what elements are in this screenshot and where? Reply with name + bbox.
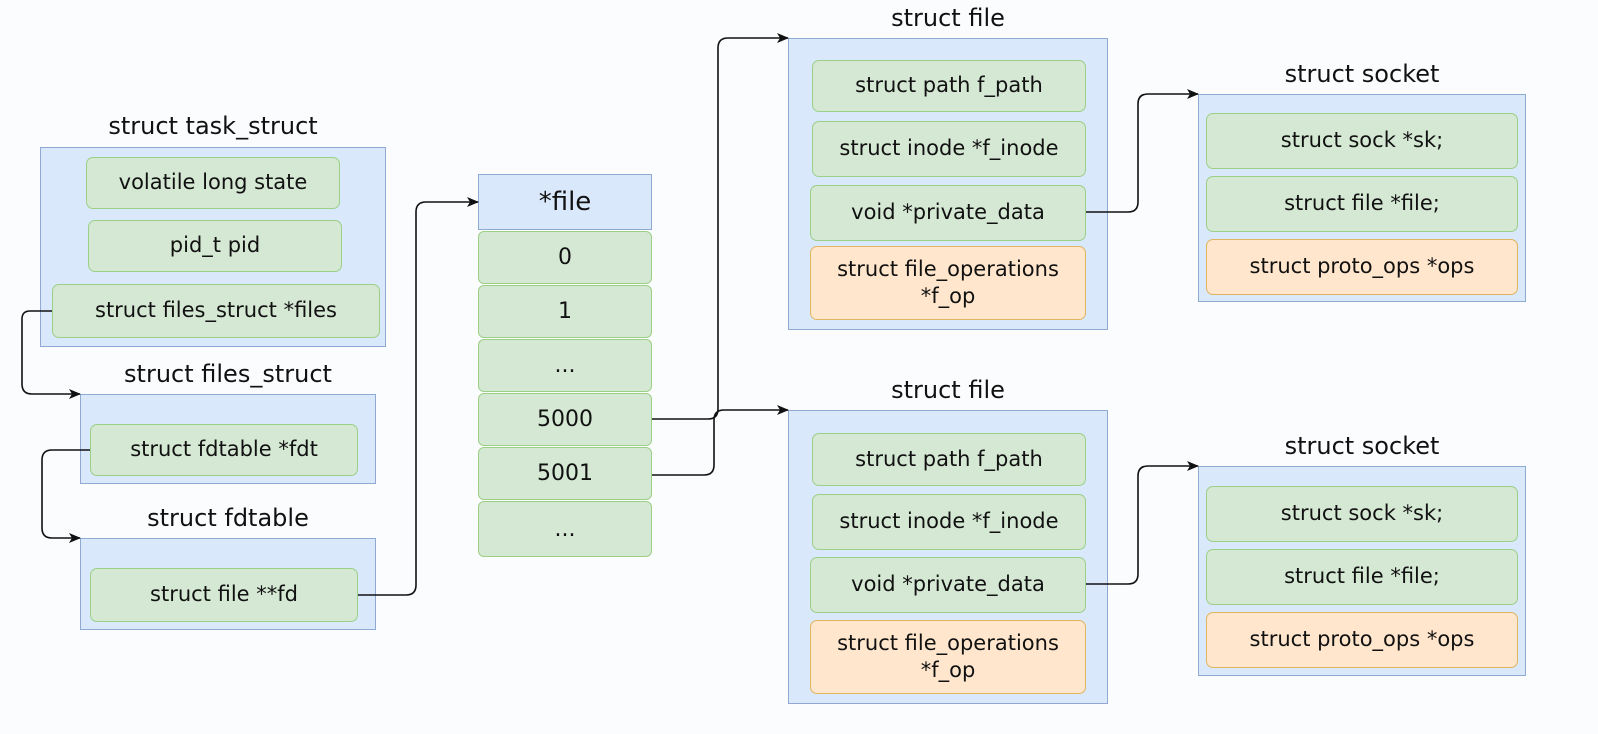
file-top-fop-line2: *f_op xyxy=(920,284,976,308)
socket-bottom-title: struct socket xyxy=(1284,432,1440,460)
socket-bottom-sk-field: struct sock *sk; xyxy=(1206,486,1518,542)
file-bottom-fop-field: struct file_operations *f_op xyxy=(810,620,1086,694)
socket-top-title: struct socket xyxy=(1284,60,1440,88)
task-files-field: struct files_struct *files xyxy=(52,284,380,338)
file-array-cell-2: ... xyxy=(478,339,652,392)
file-top-private-data-field: void *private_data xyxy=(810,185,1086,241)
file-array-cell-0: 0 xyxy=(478,231,652,284)
fdtable-fd-field: struct file **fd xyxy=(90,568,358,622)
file-array-cell-5: ... xyxy=(478,501,652,557)
file-bottom-fop-line2: *f_op xyxy=(920,658,976,682)
files-fdt-field: struct fdtable *fdt xyxy=(90,424,358,476)
arrow-5000-to-file-top xyxy=(652,33,789,420)
task-pid-field: pid_t pid xyxy=(88,220,342,272)
task-struct-title: struct task_struct xyxy=(108,112,318,140)
file-top-path-field: struct path f_path xyxy=(812,60,1086,112)
task-state-field: volatile long state xyxy=(86,157,340,209)
socket-top-file-field: struct file *file; xyxy=(1206,176,1518,232)
socket-top-sk-field: struct sock *sk; xyxy=(1206,113,1518,169)
file-top-fop-line1: struct file_operations xyxy=(837,256,1059,281)
file-array-cell-4: 5001 xyxy=(478,447,652,500)
file-top-title: struct file xyxy=(891,4,1005,32)
files-struct-title: struct files_struct xyxy=(124,360,332,388)
file-array-cell-1: 1 xyxy=(478,285,652,338)
file-bottom-inode-field: struct inode *f_inode xyxy=(812,494,1086,550)
socket-top-ops-field: struct proto_ops *ops xyxy=(1206,239,1518,295)
file-top-fop-field: struct file_operations *f_op xyxy=(810,246,1086,320)
socket-bottom-file-field: struct file *file; xyxy=(1206,549,1518,605)
arrow-5001-to-file-bottom xyxy=(652,405,789,476)
file-bottom-fop-line1: struct file_operations xyxy=(837,630,1059,655)
file-array-header: *file xyxy=(478,174,652,230)
socket-bottom-ops-field: struct proto_ops *ops xyxy=(1206,612,1518,668)
file-bottom-private-data-field: void *private_data xyxy=(810,557,1086,613)
file-bottom-path-field: struct path f_path xyxy=(812,433,1086,486)
fdtable-title: struct fdtable xyxy=(147,504,309,532)
file-top-inode-field: struct inode *f_inode xyxy=(812,121,1086,177)
file-bottom-title: struct file xyxy=(891,376,1005,404)
file-array-cell-3: 5000 xyxy=(478,393,652,446)
